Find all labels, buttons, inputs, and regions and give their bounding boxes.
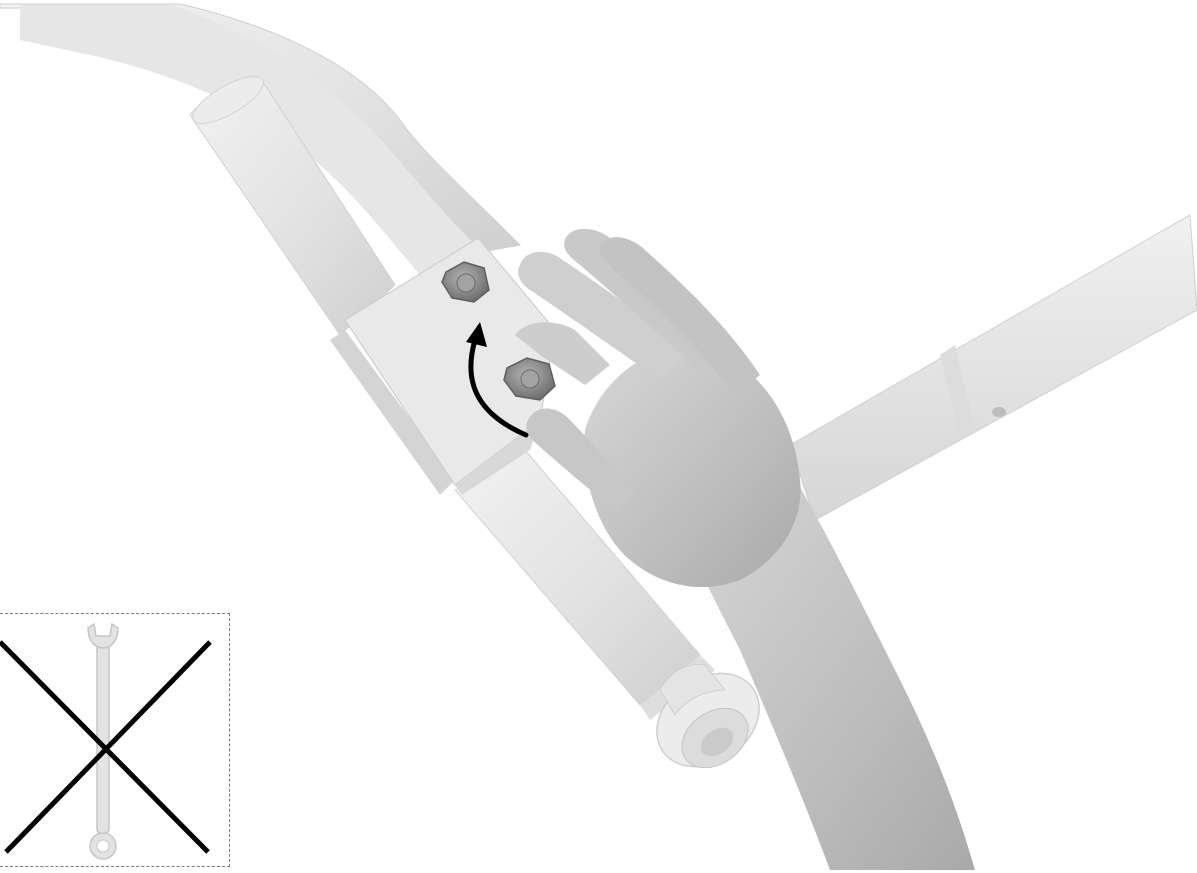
side-frame-arm	[790, 215, 1197, 520]
no-tool-inset	[0, 613, 230, 867]
arm-bolt-hole	[992, 407, 1006, 417]
